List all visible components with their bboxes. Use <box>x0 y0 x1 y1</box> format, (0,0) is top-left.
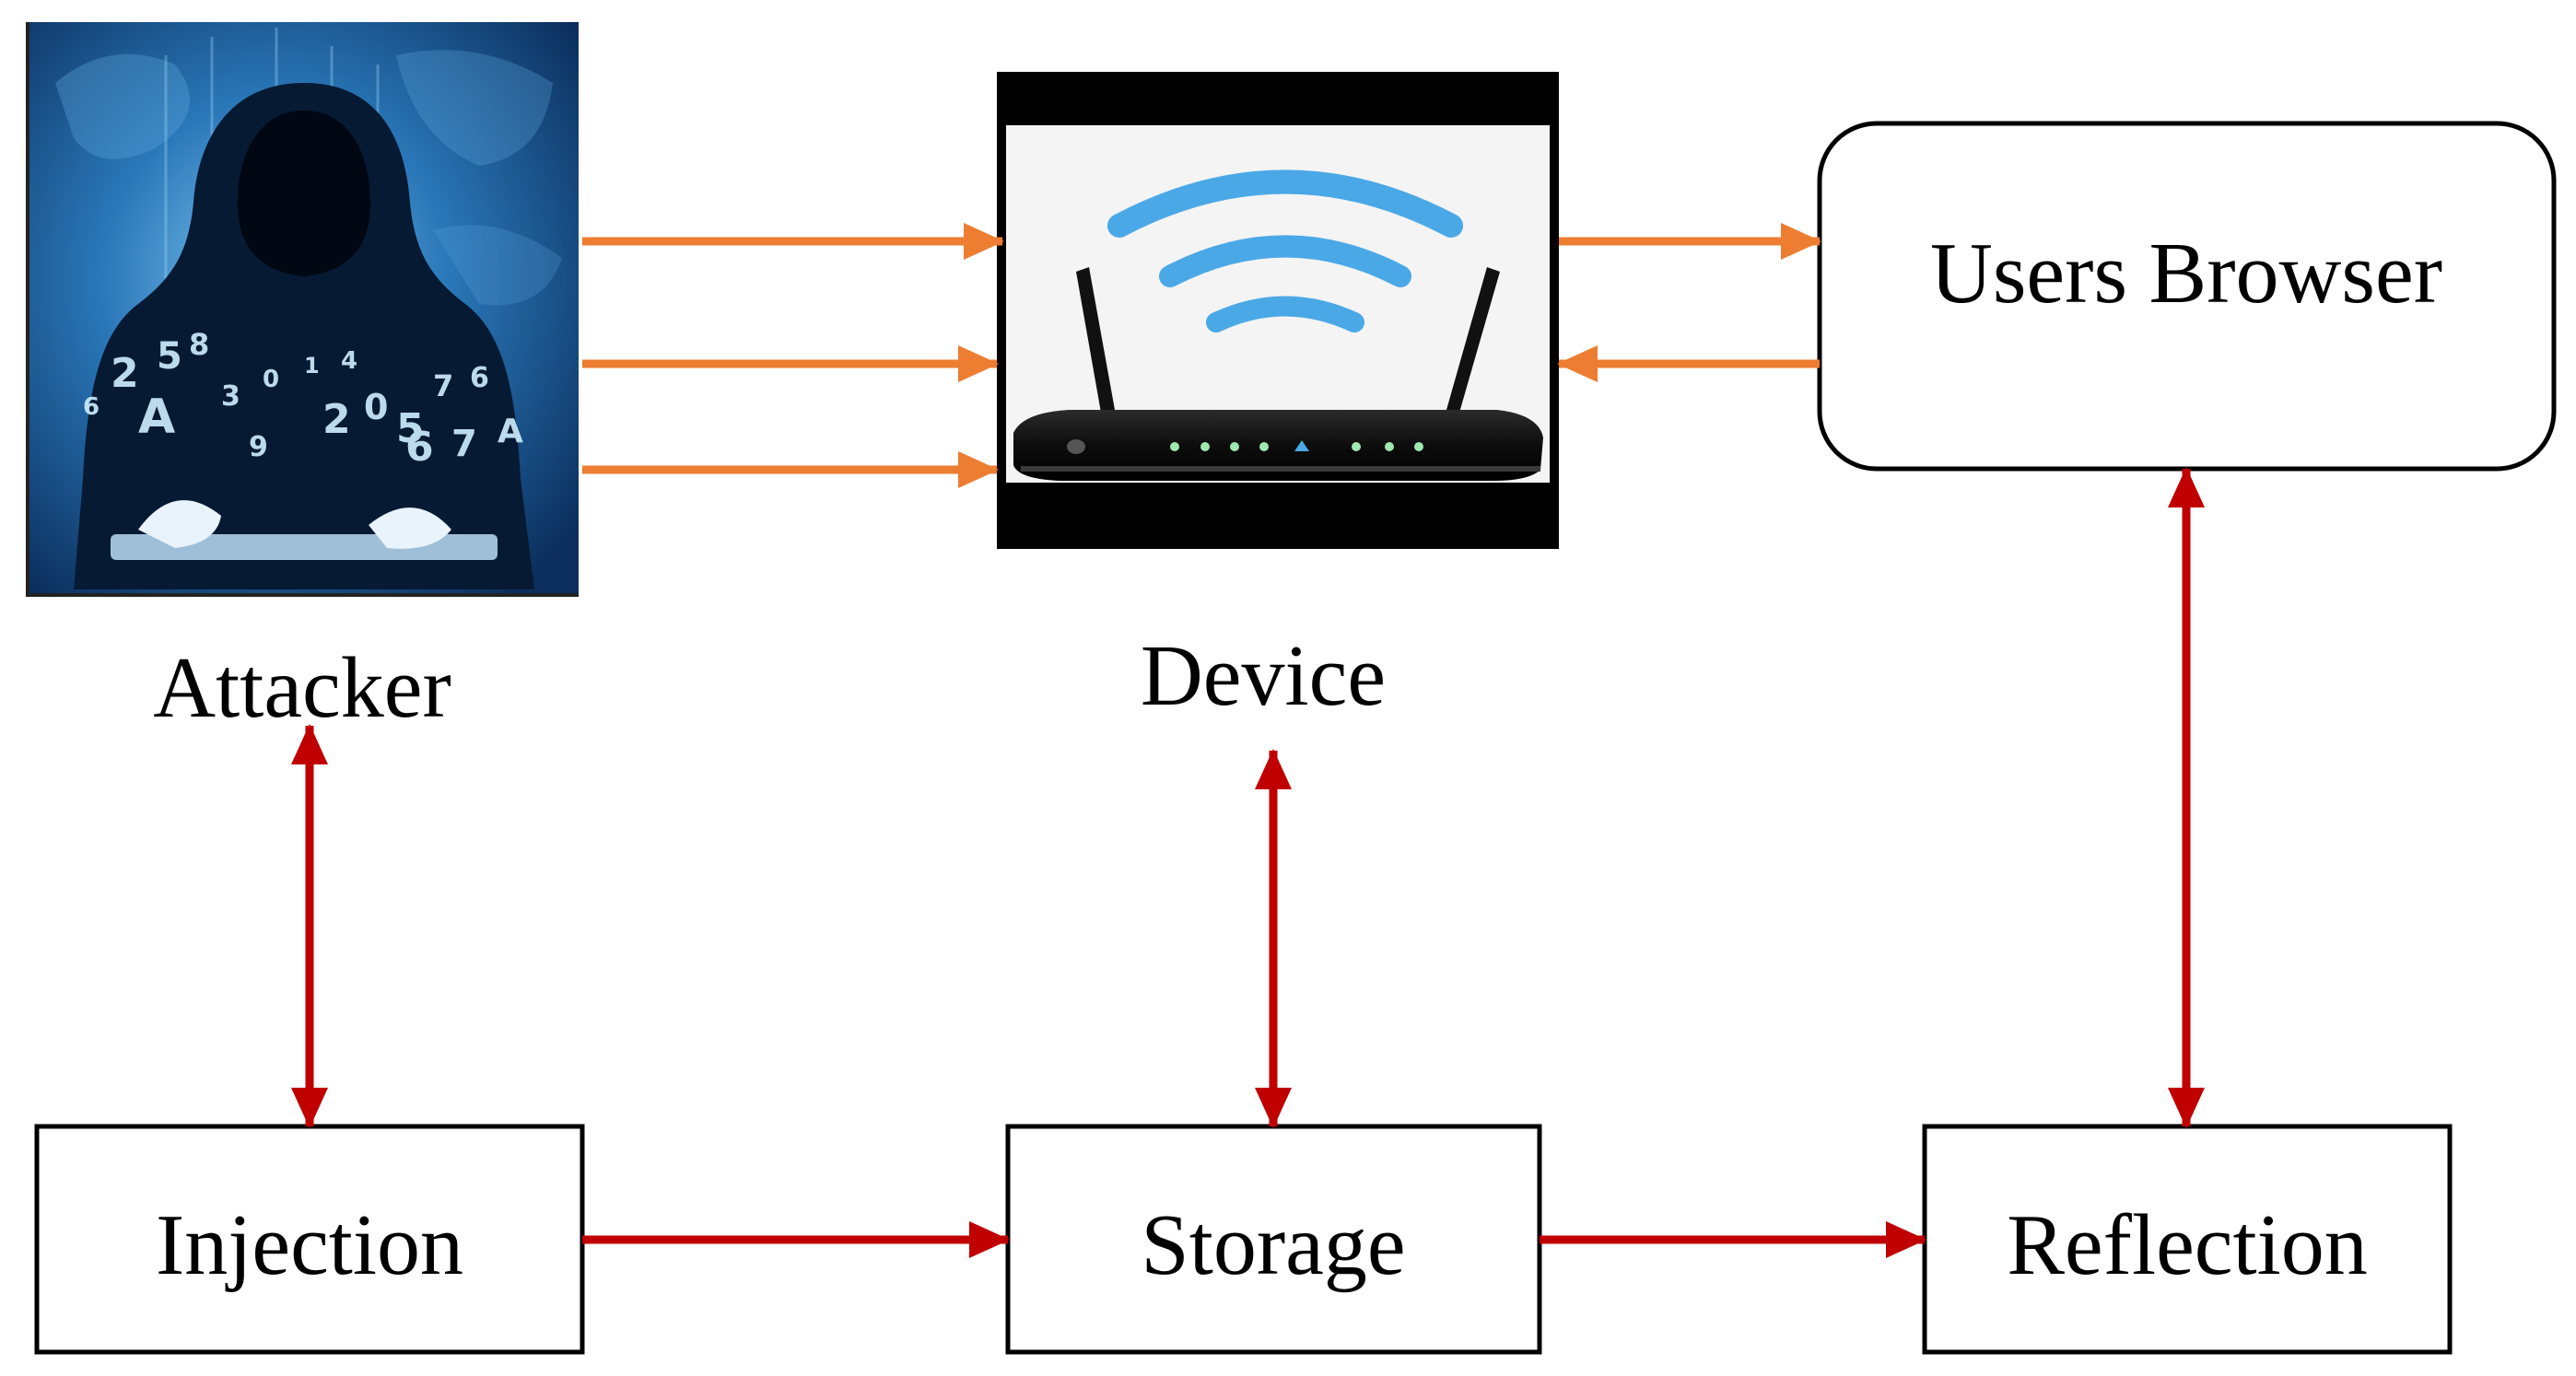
router-image <box>997 72 1559 549</box>
svg-text:9: 9 <box>249 431 268 463</box>
svg-text:7: 7 <box>451 423 477 465</box>
svg-text:2: 2 <box>111 350 139 397</box>
svg-text:8: 8 <box>189 327 209 362</box>
svg-text:1: 1 <box>304 353 320 379</box>
users-browser-node: Users Browser <box>1817 121 2557 472</box>
svg-text:2: 2 <box>322 396 351 443</box>
svg-text:A: A <box>138 390 175 445</box>
svg-text:4: 4 <box>341 347 357 375</box>
svg-text:0: 0 <box>263 366 279 393</box>
svg-text:6: 6 <box>470 362 489 394</box>
svg-text:5: 5 <box>157 335 182 378</box>
svg-text:6: 6 <box>405 424 434 471</box>
storage-label: Storage <box>1141 1197 1405 1293</box>
storage-node: Storage <box>1005 1124 1542 1355</box>
users-browser-label: Users Browser <box>1930 226 2442 321</box>
reflection-label: Reflection <box>2007 1197 2368 1293</box>
svg-text:7: 7 <box>433 368 453 403</box>
attacker-image: 2 5 8 A 3 0 1 4 2 0 5 7 6 6 7 A 9 6 <box>26 22 579 597</box>
svg-text:0: 0 <box>364 387 388 427</box>
wifi-signal-icon <box>1107 169 1463 238</box>
attacker-label: Attacker <box>153 640 451 736</box>
device-label: Device <box>1141 628 1386 724</box>
injection-label: Injection <box>156 1197 463 1293</box>
reflection-node: Reflection <box>1922 1124 2453 1355</box>
svg-text:A: A <box>498 413 523 450</box>
injection-node: Injection <box>34 1124 585 1355</box>
svg-text:6: 6 <box>83 393 100 421</box>
svg-text:5: 5 <box>396 405 425 452</box>
svg-text:3: 3 <box>221 380 240 413</box>
